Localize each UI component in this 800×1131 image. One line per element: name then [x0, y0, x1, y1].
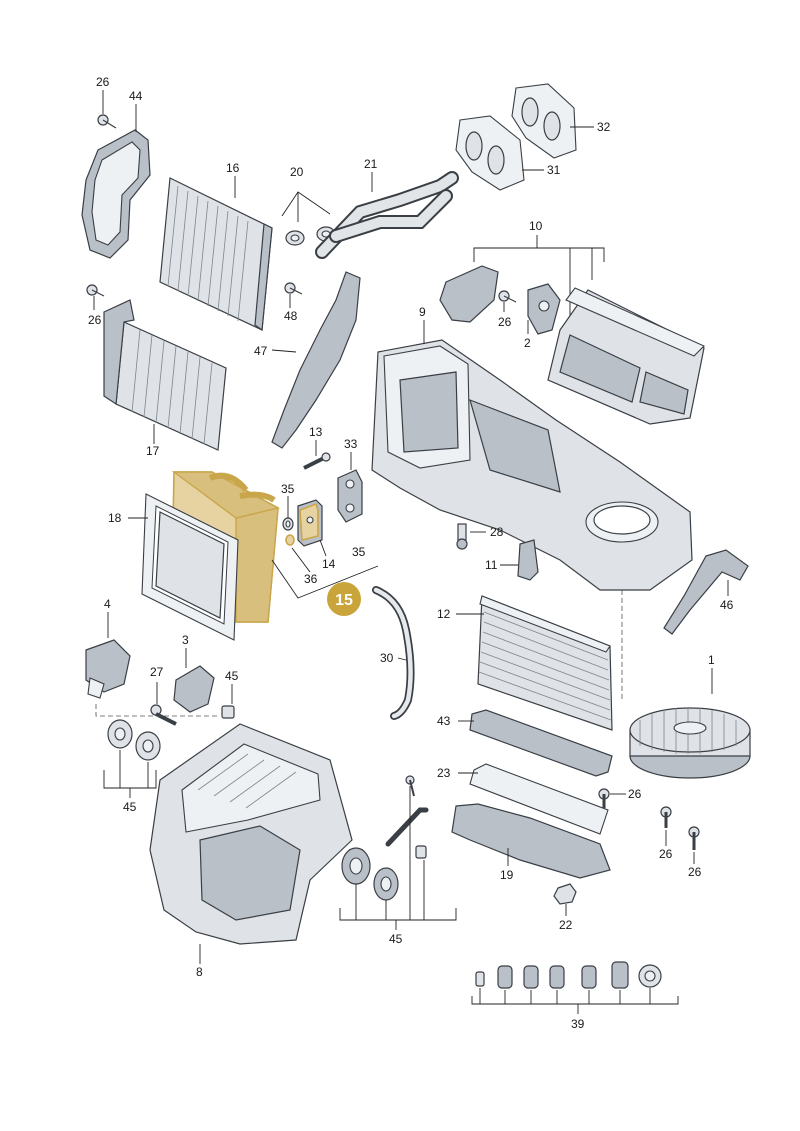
- part-47-seal-strip[interactable]: [271, 271, 361, 449]
- label-33: 33: [344, 437, 358, 451]
- screw-icon[interactable]: [660, 806, 672, 828]
- label-14: 14: [322, 557, 336, 571]
- label-46: 46: [720, 598, 734, 612]
- label-45: 45: [123, 800, 137, 814]
- part-27-sensor[interactable]: [150, 704, 177, 726]
- label-13: 13: [309, 425, 323, 439]
- part-20-seals[interactable]: [285, 226, 336, 246]
- label-30: 30: [380, 651, 394, 665]
- part-11-clip[interactable]: [517, 539, 539, 581]
- label-35: 35: [281, 482, 295, 496]
- part-1-blower[interactable]: [629, 707, 751, 779]
- label-26: 26: [688, 865, 702, 879]
- label-3: 3: [182, 633, 189, 647]
- label-45: 45: [225, 669, 239, 683]
- part-23-cover[interactable]: [469, 763, 609, 835]
- label-43: 43: [437, 714, 451, 728]
- highlight-badge-15[interactable]: 15: [327, 582, 361, 616]
- part-8-housing[interactable]: [149, 723, 353, 945]
- label-11: 11: [485, 558, 498, 572]
- screw-icon[interactable]: [456, 523, 468, 550]
- part-10-flap-housing[interactable]: [547, 287, 705, 425]
- screw-icon[interactable]: [97, 114, 117, 129]
- label-47: 47: [254, 344, 268, 358]
- part-32-gasket[interactable]: [511, 83, 577, 159]
- label-35: 35: [352, 545, 366, 559]
- part-19-tray[interactable]: [451, 803, 611, 879]
- part-45-clip[interactable]: [221, 705, 235, 719]
- part-17-core[interactable]: [103, 299, 227, 451]
- label-10: 10: [529, 219, 543, 233]
- label-26: 26: [628, 787, 642, 801]
- label-18: 18: [108, 511, 122, 525]
- part-35-o-ring[interactable]: [282, 517, 295, 546]
- label-22: 22: [559, 918, 573, 932]
- label-16: 16: [226, 161, 240, 175]
- part-lever[interactable]: [385, 775, 429, 859]
- part-43-seal[interactable]: [469, 709, 613, 777]
- label-2: 2: [524, 336, 531, 350]
- screw-icon[interactable]: [598, 788, 610, 808]
- label-36: 36: [304, 572, 318, 586]
- part-4-actuator[interactable]: [85, 639, 131, 699]
- label-17: 17: [146, 444, 160, 458]
- part-2-servo[interactable]: [527, 283, 561, 335]
- label-48: 48: [284, 309, 298, 323]
- part-45-gears-middle[interactable]: [341, 847, 399, 901]
- part-44-bracket[interactable]: [81, 129, 151, 259]
- screw-icon[interactable]: [688, 826, 700, 850]
- part-22-nut[interactable]: [553, 883, 577, 905]
- label-26: 26: [659, 847, 673, 861]
- label-39: 39: [571, 1017, 585, 1031]
- part-18-filter-frame[interactable]: [141, 493, 239, 641]
- part-16-heater-core[interactable]: [159, 177, 273, 332]
- label-12: 12: [437, 607, 451, 621]
- part-31-gasket[interactable]: [455, 115, 525, 191]
- part-45-gears[interactable]: [107, 719, 161, 761]
- label-21: 21: [364, 157, 378, 171]
- label-32: 32: [597, 120, 611, 134]
- label-45: 45: [389, 932, 403, 946]
- part-10-bracket-small[interactable]: [439, 265, 499, 323]
- label-9: 9: [419, 305, 426, 319]
- part-46-bracket[interactable]: [663, 549, 749, 635]
- label-1: 1: [708, 653, 715, 667]
- part-33-cover[interactable]: [337, 469, 363, 523]
- screw-icon[interactable]: [86, 284, 105, 297]
- part-3-actuator[interactable]: [173, 665, 215, 713]
- label-26: 26: [96, 75, 110, 89]
- part-12-filter[interactable]: [477, 595, 613, 731]
- label-26: 26: [88, 313, 102, 327]
- part-30-pipe[interactable]: [372, 586, 415, 720]
- part-14-expansion-valve[interactable]: [297, 499, 323, 547]
- part-39-leaders: [479, 988, 651, 1004]
- label-8: 8: [196, 965, 203, 979]
- label-44: 44: [129, 89, 143, 103]
- label-28: 28: [490, 525, 504, 539]
- screw-icon[interactable]: [284, 282, 303, 295]
- label-19: 19: [500, 868, 514, 882]
- screw-icon[interactable]: [498, 290, 517, 303]
- label-26: 26: [498, 315, 512, 329]
- part-9-main-housing[interactable]: [371, 339, 693, 591]
- part-39-set[interactable]: [475, 961, 662, 989]
- part-21-pipes[interactable]: [315, 171, 459, 259]
- highlight-badge-label: 15: [335, 592, 353, 609]
- label-4: 4: [104, 597, 111, 611]
- screw-icon[interactable]: [303, 452, 331, 470]
- label-27: 27: [150, 665, 164, 679]
- label-23: 23: [437, 766, 451, 780]
- label-31: 31: [547, 163, 561, 177]
- label-20: 20: [290, 165, 304, 179]
